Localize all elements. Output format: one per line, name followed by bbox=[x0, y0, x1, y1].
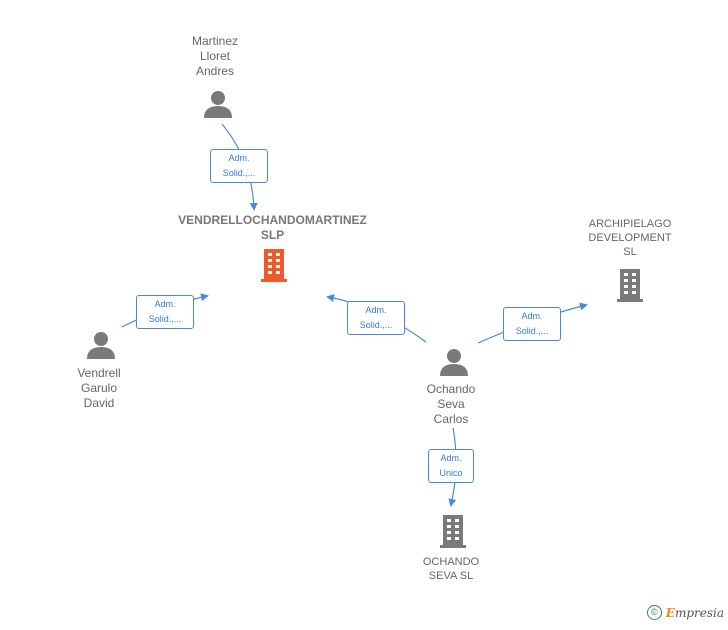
footer-brand: © Empresia bbox=[646, 605, 724, 620]
person-icon[interactable] bbox=[86, 330, 116, 360]
building-icon[interactable] bbox=[438, 514, 468, 549]
person-label-ochando-carlos[interactable]: Ochando Seva Carlos bbox=[426, 382, 476, 426]
building-icon[interactable] bbox=[259, 248, 289, 283]
edge-label-vendrell-main[interactable]: Adm. Solid.,... bbox=[136, 295, 194, 329]
edge-label-carlos-ochando-sl[interactable]: Adm. Unico bbox=[428, 449, 474, 483]
edge-label-martinez-main[interactable]: Adm. Solid.,... bbox=[210, 149, 268, 183]
person-icon[interactable] bbox=[439, 347, 469, 377]
person-label-martinez[interactable]: Martinez Lloret Andres bbox=[191, 34, 238, 78]
person-label-vendrell[interactable]: Vendrell Garulo David bbox=[77, 366, 121, 410]
main-company-label[interactable]: VENDRELLOCHANDOMARTINEZ SLP bbox=[178, 213, 367, 242]
edge-label-carlos-main[interactable]: Adm. Solid.,... bbox=[347, 301, 405, 335]
copyright-icon: © bbox=[646, 605, 662, 620]
edge-label-carlos-archipielago[interactable]: Adm. Solid.,... bbox=[503, 307, 561, 341]
building-icon[interactable] bbox=[615, 268, 645, 303]
person-icon[interactable] bbox=[203, 89, 233, 119]
brand-logo: Empresia bbox=[665, 605, 724, 620]
company-label-ochando-seva-sl[interactable]: OCHANDO SEVA SL bbox=[422, 556, 480, 582]
company-label-archipielago[interactable]: ARCHIPIELAGO DEVELOPMENT SL bbox=[588, 218, 672, 258]
